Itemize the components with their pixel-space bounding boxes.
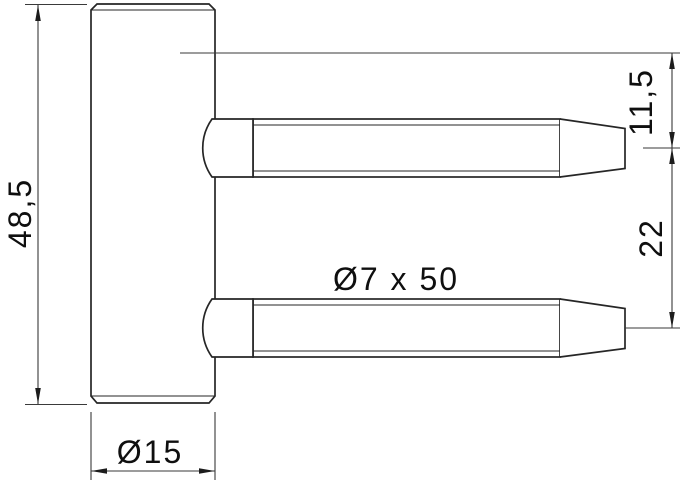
top-pin — [201, 118, 626, 178]
pin-size-label: Ø7 x 50 — [333, 261, 459, 297]
dimension-top-pin-offset: 11,5 — [623, 53, 675, 148]
bottom-pin-head-dome — [201, 298, 254, 358]
top-pin-offset-label: 11,5 — [623, 68, 659, 136]
top-pin-shaft — [252, 118, 561, 178]
hinge-body — [90, 3, 216, 404]
body-outline — [90, 3, 216, 404]
arrowhead-up — [35, 5, 41, 21]
dimension-body-diameter: Ø15 — [90, 412, 216, 480]
arrowhead-up — [669, 148, 675, 164]
body-diameter-label: Ø15 — [117, 434, 183, 470]
bottom-pin — [201, 298, 626, 358]
arrowhead-up — [669, 53, 675, 69]
dimension-body-length: 48,5 — [2, 3, 87, 406]
top-pin-tip-taper — [559, 118, 626, 178]
bottom-pin-shaft — [252, 298, 561, 358]
dimension-pin-spacing: 22 — [625, 147, 680, 329]
pin-spacing-label: 22 — [633, 218, 669, 258]
body-length-label: 48,5 — [2, 178, 38, 248]
bottom-pin-tip-taper — [559, 298, 626, 358]
arrowhead-down — [35, 388, 41, 404]
arrowhead-right — [199, 468, 215, 474]
arrowhead-down — [669, 132, 675, 148]
arrowhead-down — [669, 312, 675, 328]
top-pin-head-dome — [201, 118, 254, 178]
arrowhead-left — [91, 468, 107, 474]
